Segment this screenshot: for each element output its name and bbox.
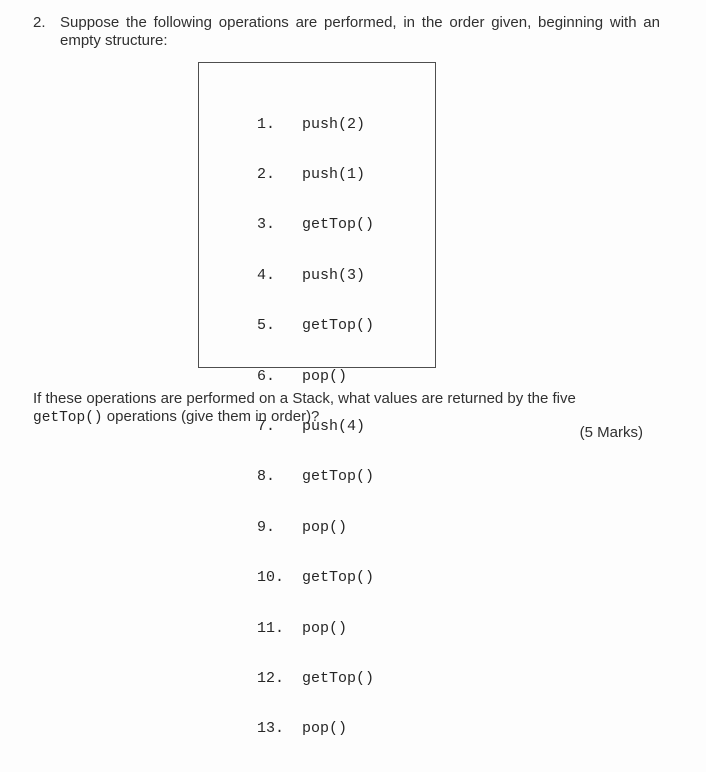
prompt-text-before-code: If these operations are performed on a S…: [33, 390, 576, 407]
operation-code: push(3): [302, 266, 366, 284]
operation-number: 1.: [257, 115, 276, 133]
intro-line-1: Suppose the following operations are per…: [60, 14, 660, 31]
operation-number: 5.: [257, 317, 276, 335]
prompt-text-line2: operations (give them in order)?: [106, 407, 320, 425]
operation-code: pop(): [302, 518, 348, 536]
operation-row: 7. push(4): [257, 417, 435, 436]
operation-number: 4.: [257, 266, 276, 284]
operation-row: 4. push(3): [257, 266, 435, 285]
operations-box: 1. push(2) 2. push(1) 3. getTop() 4. push(3)…: [198, 62, 436, 737]
operation-number: 12.: [257, 669, 285, 687]
operation-row: 3. getTop(): [257, 216, 435, 234]
operation-row: 1. push(2): [257, 115, 435, 134]
operation-code: push(2): [302, 115, 366, 133]
question-intro: Suppose the following operations are per…: [60, 14, 660, 50]
operation-number: 13.: [257, 720, 285, 738]
operation-number: 3.: [257, 216, 276, 234]
operation-number: 6.: [257, 367, 276, 385]
intro-line-2: empty structure:: [60, 32, 168, 49]
operation-row: 6. pop(): [257, 367, 435, 386]
operation-row: 12. getTop(): [257, 669, 435, 688]
operation-code: pop(): [302, 720, 348, 738]
operation-row: 13. pop(): [257, 720, 435, 738]
operation-row: 2. push(1): [257, 165, 435, 184]
question-prompt: If these operations are performed on a S…: [33, 390, 643, 427]
operation-code: getTop(): [302, 669, 375, 687]
inline-code-gettop: getTop(): [33, 409, 103, 426]
operation-code: pop(): [302, 619, 348, 637]
marks-label: (5 Marks): [579, 424, 643, 441]
operation-row: 9. pop(): [257, 518, 435, 537]
operation-code: getTop(): [302, 317, 375, 335]
operation-code: pop(): [302, 367, 348, 385]
operation-number: 9.: [257, 518, 276, 536]
question-number: 2.: [33, 14, 46, 31]
operation-number: 10.: [257, 569, 285, 587]
operation-number: 11.: [257, 619, 285, 637]
operation-code: push(1): [302, 165, 366, 183]
operation-row: 5. getTop(): [257, 317, 435, 335]
operation-row: 11. pop(): [257, 619, 435, 638]
operation-code: getTop(): [302, 468, 375, 486]
operation-row: 8. getTop(): [257, 468, 435, 486]
operation-code: getTop(): [302, 216, 375, 234]
operation-number: 8.: [257, 468, 276, 486]
operation-number: 2.: [257, 165, 276, 183]
operation-number: 7.: [257, 417, 276, 435]
operation-code: push(4): [302, 417, 366, 435]
operation-row: 10. getTop(): [257, 569, 435, 587]
operation-code: getTop(): [302, 569, 375, 587]
